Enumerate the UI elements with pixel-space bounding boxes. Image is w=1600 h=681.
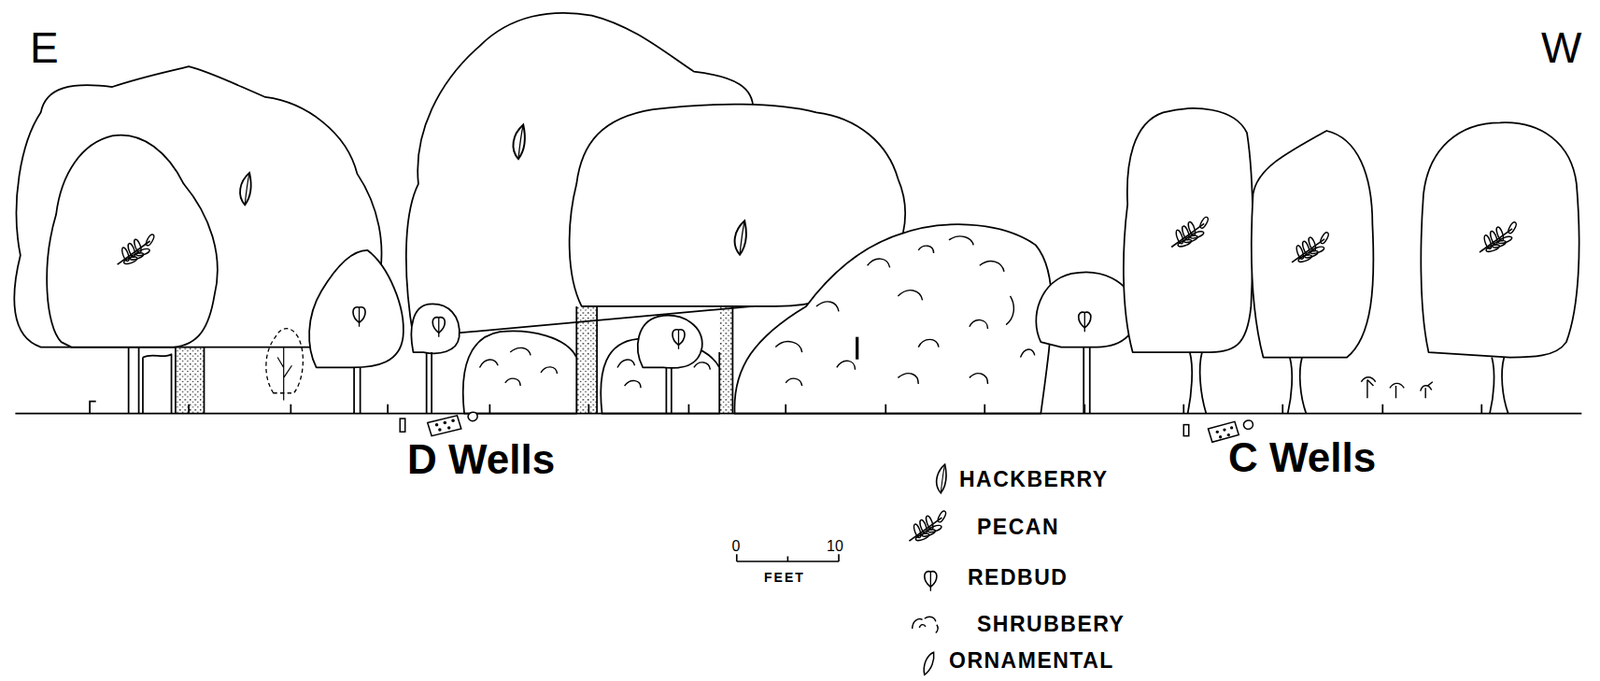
legend-text: REDBUD xyxy=(967,566,1068,589)
legend-text: SHRUBBERY xyxy=(976,613,1125,636)
scale-number: 0 xyxy=(732,538,741,554)
scale-number: 10 xyxy=(826,538,844,554)
legend-text: PECAN xyxy=(976,516,1060,539)
compass-label: E xyxy=(29,26,59,70)
legend-text: HACKBERRY xyxy=(959,468,1109,491)
compass-label: W xyxy=(1541,26,1582,70)
well-group-label: C Wells xyxy=(1228,437,1376,479)
scale-unit: FEET xyxy=(764,570,806,584)
well-group-label: D Wells xyxy=(407,438,555,481)
legend-text: ORNAMENTAL xyxy=(948,650,1115,672)
